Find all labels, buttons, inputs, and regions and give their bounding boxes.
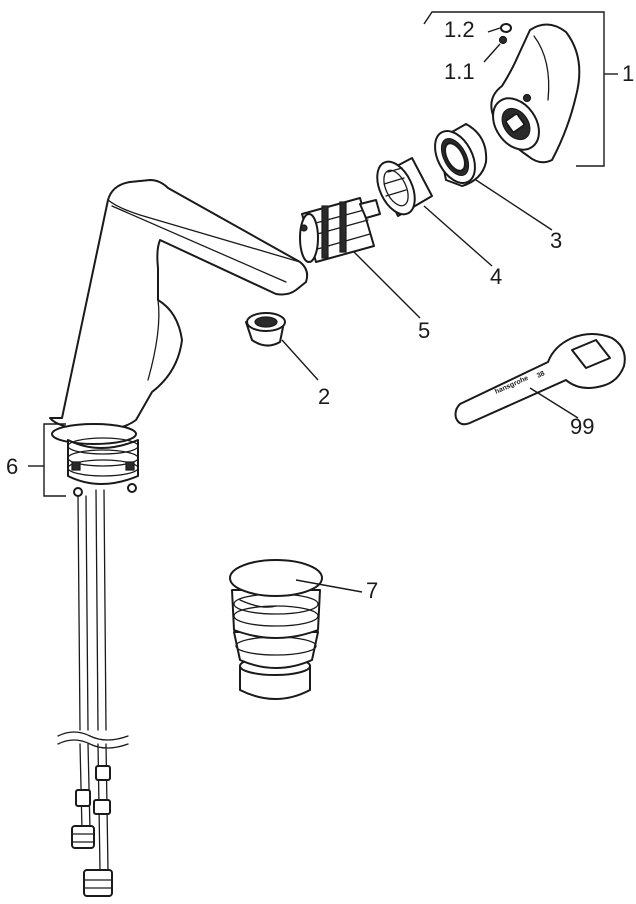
callout-2: 2 <box>318 384 330 409</box>
faucet-body <box>49 179 309 445</box>
cover-ring <box>434 123 488 187</box>
locking-nut <box>376 157 433 217</box>
mounting-set <box>67 437 139 497</box>
callout-5: 5 <box>418 318 430 343</box>
callout-1-2: 1.2 <box>444 17 475 42</box>
callout-1-1: 1.1 <box>444 59 475 84</box>
handle <box>490 23 581 164</box>
supply-hoses <box>57 489 129 897</box>
aerator <box>245 312 286 347</box>
callout-6: 6 <box>6 454 18 479</box>
callout-3: 3 <box>550 228 562 253</box>
leader-lines <box>28 11 618 593</box>
waste-valve <box>229 559 323 700</box>
handle-screw-parts <box>498 23 512 45</box>
callout-7: 7 <box>366 578 378 603</box>
tool-number-text: 38 <box>536 370 546 380</box>
callout-99: 99 <box>570 414 594 439</box>
callout-4: 4 <box>490 264 502 289</box>
cartridge <box>299 197 381 263</box>
assembly-tool: hansgrohe 38 <box>454 333 626 426</box>
callout-labels: 1 1.2 1.1 3 4 5 2 99 7 6 <box>6 17 634 603</box>
callout-1: 1 <box>622 61 634 86</box>
